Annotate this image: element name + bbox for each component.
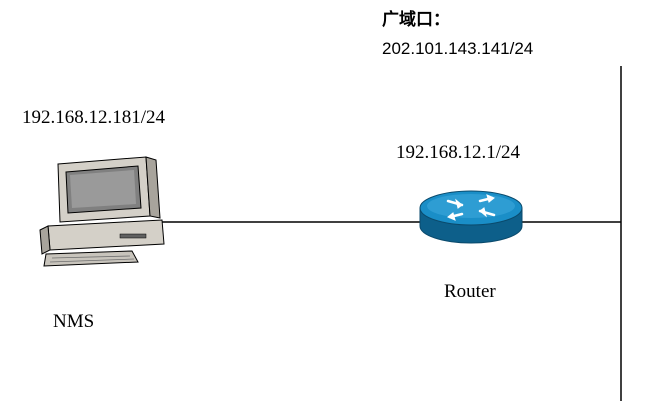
wan-port-title: 广域口：	[382, 10, 450, 30]
router-name-label: Router	[444, 281, 496, 302]
nms-name-label: NMS	[53, 311, 95, 332]
computer-icon	[39, 156, 165, 267]
nms-ip-label: 192.168.12.181/24	[22, 107, 166, 128]
wan-ip-label: 202.101.143.141/24	[382, 39, 534, 58]
router-icon	[419, 190, 523, 244]
router-ip-label: 192.168.12.1/24	[396, 142, 521, 163]
